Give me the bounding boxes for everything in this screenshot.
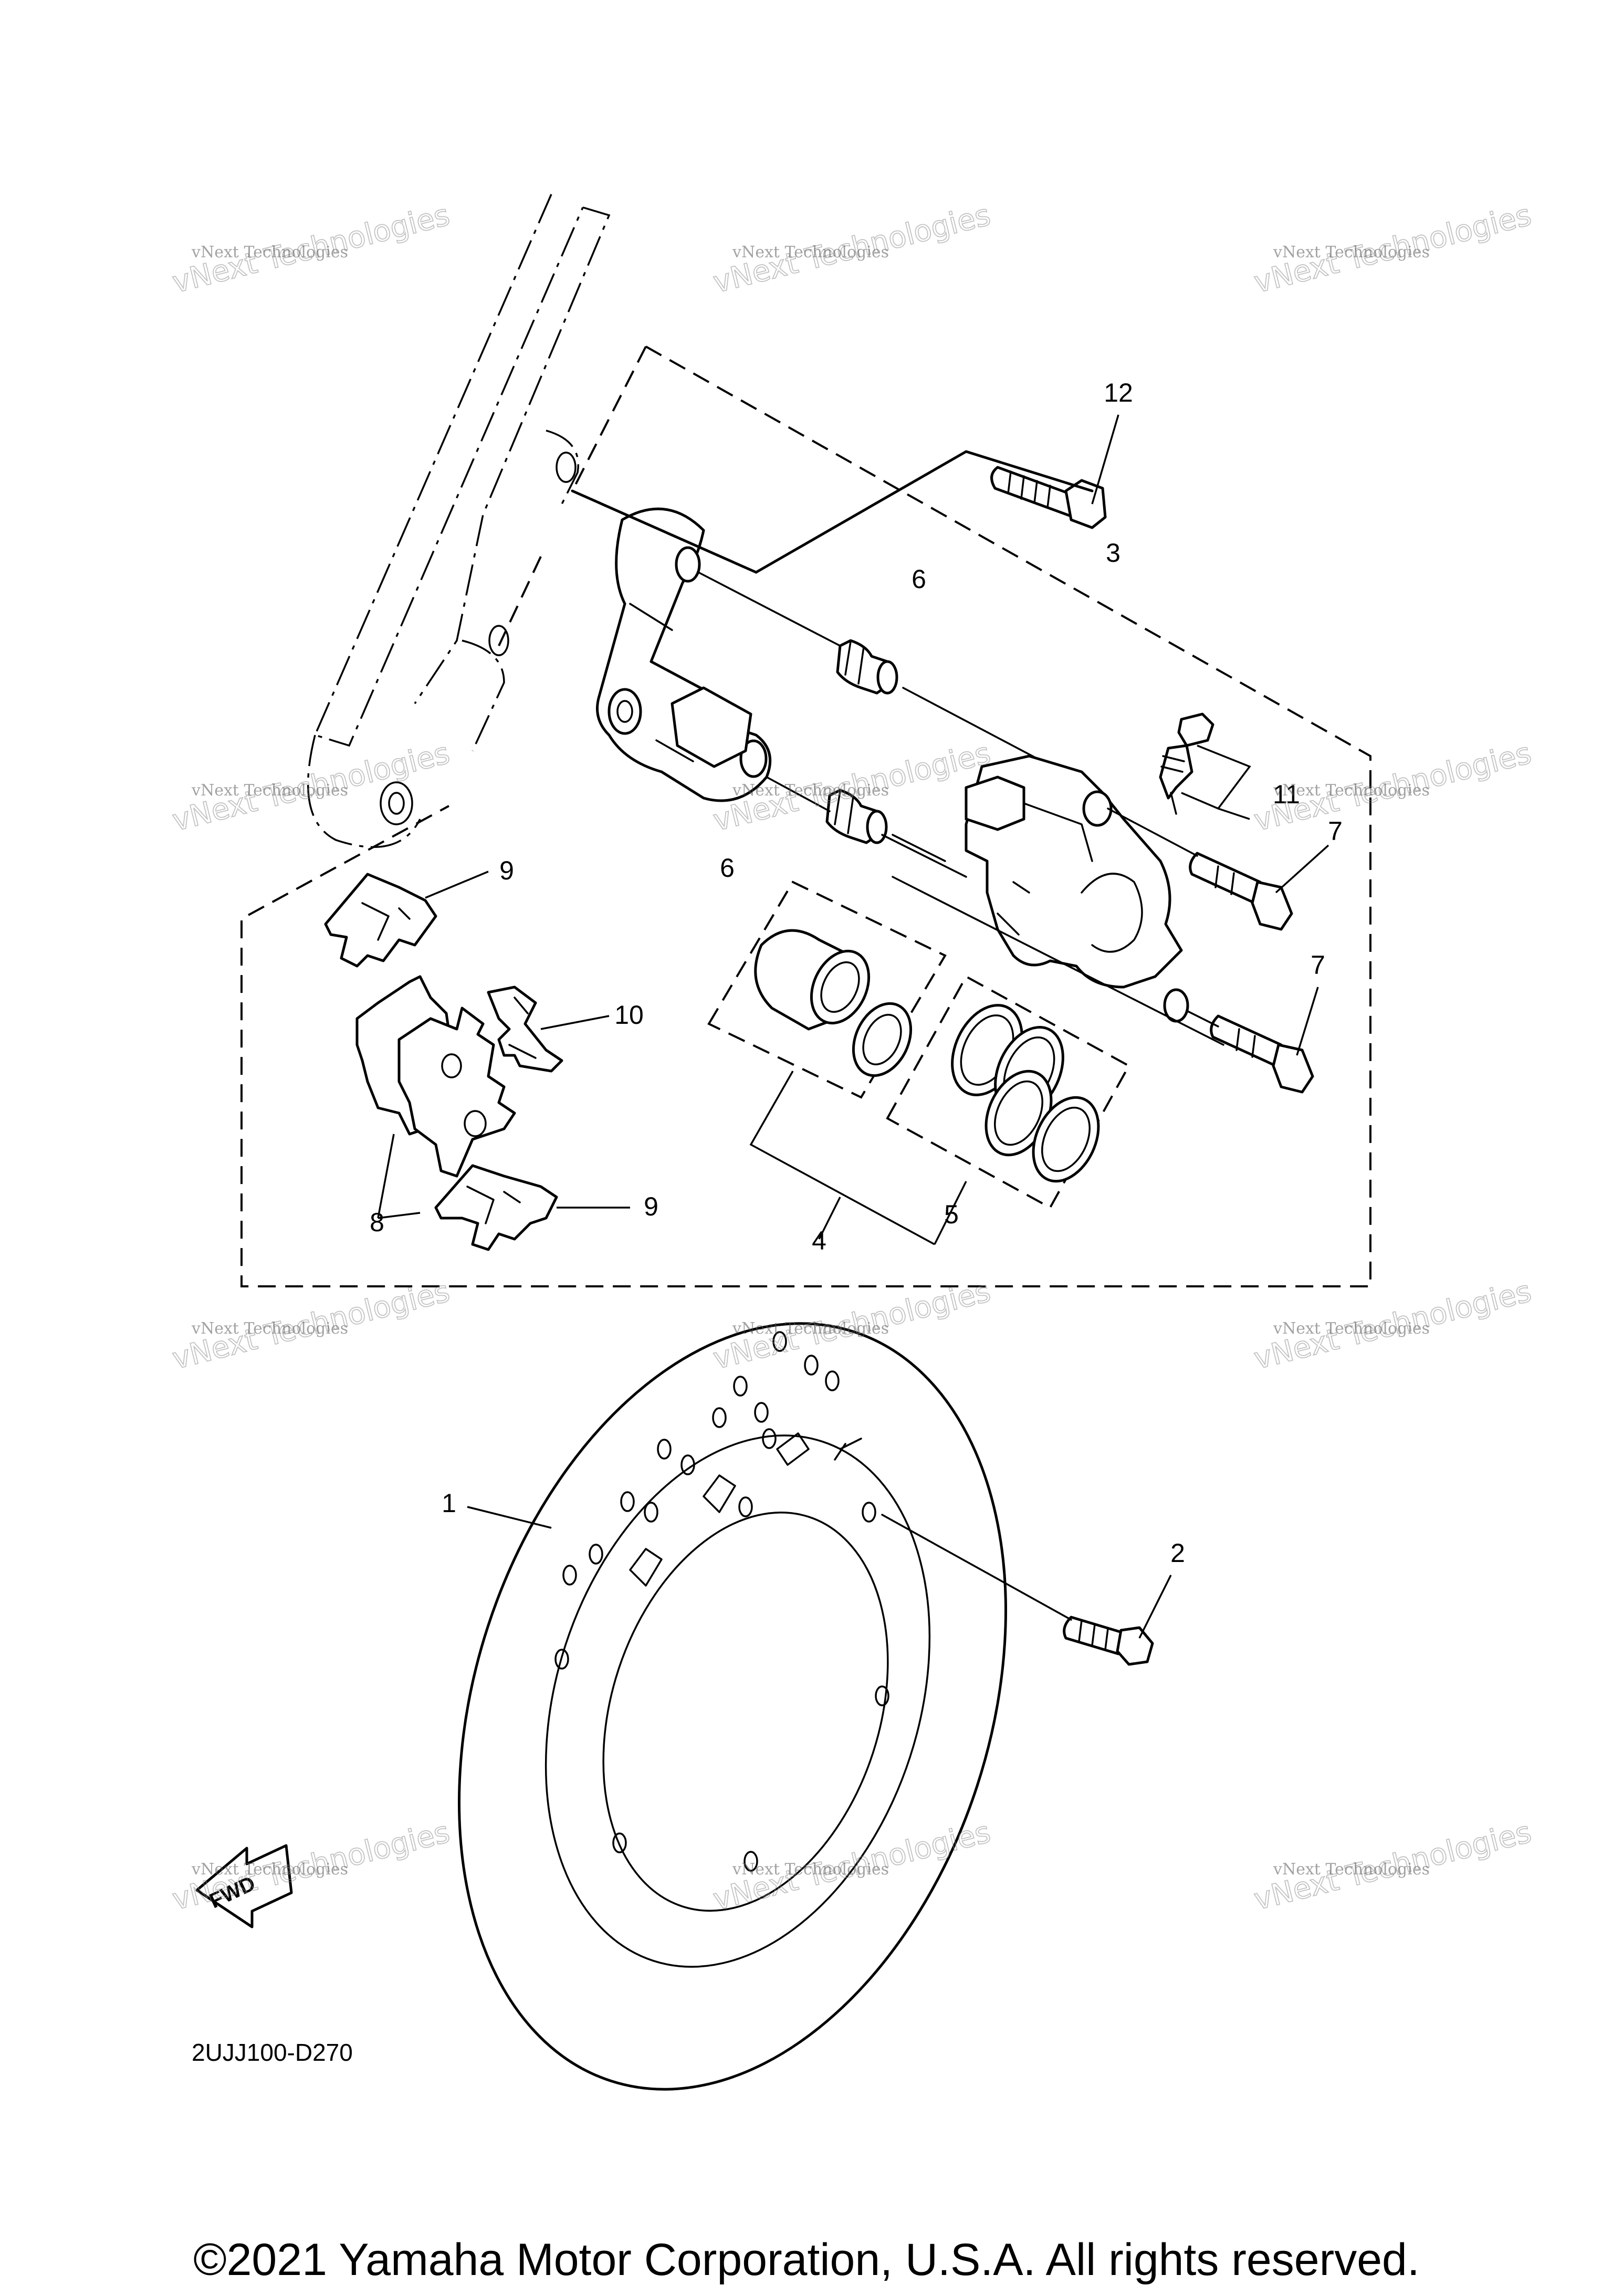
pin-boot-lower (825, 789, 888, 844)
callout-7a: 7 (1328, 816, 1343, 846)
callout-9b: 9 (644, 1192, 658, 1221)
pin-boot-upper (836, 639, 898, 695)
callout-6b: 6 (720, 853, 735, 883)
piston-seals-5 (886, 975, 1130, 1209)
watermark-small-text: vNext Technologies (732, 781, 889, 800)
copyright-notice: ©2021 Yamaha Motor Corporation, U.S.A. A… (193, 2235, 1420, 2285)
pad-spring-10 (487, 986, 563, 1073)
pin-bolt-lower (1210, 1014, 1314, 1094)
caliper-body (965, 754, 1189, 1023)
watermark-small-text: vNext Technologies (1273, 1319, 1430, 1338)
callout-11: 11 (1273, 780, 1300, 809)
bleed-screw-11 (1159, 712, 1214, 815)
watermark-small-text: vNext Technologies (191, 243, 348, 261)
callout-6a: 6 (912, 564, 926, 594)
watermark-small-text: vNext Technologies (191, 1319, 348, 1338)
callout-12: 12 (1104, 378, 1133, 407)
brake-disc (458, 1322, 1007, 2091)
watermark-small-text: vNext Technologies (191, 781, 348, 800)
pad-clip-lower (434, 1164, 558, 1251)
disc-bolt-2 (1063, 1616, 1154, 1666)
forward-direction-arrow: FWD (195, 1844, 293, 1928)
watermark-small-text: vNext Technologies (1273, 243, 1430, 261)
callout-4: 4 (812, 1226, 826, 1255)
callout-1: 1 (442, 1488, 456, 1518)
pad-clip-upper (324, 873, 437, 968)
brake-pads-8 (355, 975, 516, 1178)
diagram-code: 2UJJ100-D270 (192, 2039, 353, 2066)
watermark-small-text: vNext Technologies (732, 243, 889, 261)
caliper-assembly-boundary (240, 345, 1371, 1287)
caliper-bracket (596, 507, 772, 802)
watermark-small-text: vNext Technologies (732, 1319, 889, 1338)
callout-labels: 1 2 3 4 5 6 6 7 7 8 9 9 10 11 12 (370, 378, 1343, 1568)
callout-8: 8 (370, 1208, 384, 1237)
pistons-4 (707, 880, 947, 1099)
callout-7b: 7 (1311, 950, 1325, 980)
watermark-small-text: vNext Technologies (191, 1860, 348, 1879)
callout-10: 10 (614, 1000, 644, 1030)
watermark-small-text: vNext Technologies (732, 1860, 889, 1879)
callout-3: 3 (1106, 538, 1120, 568)
fork-leg-outline (307, 194, 611, 848)
callout-5: 5 (944, 1200, 959, 1229)
callout-2: 2 (1170, 1538, 1185, 1568)
watermark-small-text: vNext Technologies (1273, 1860, 1430, 1879)
watermark-small-text: vNext Technologies (1273, 781, 1430, 800)
callout-9a: 9 (499, 856, 514, 885)
